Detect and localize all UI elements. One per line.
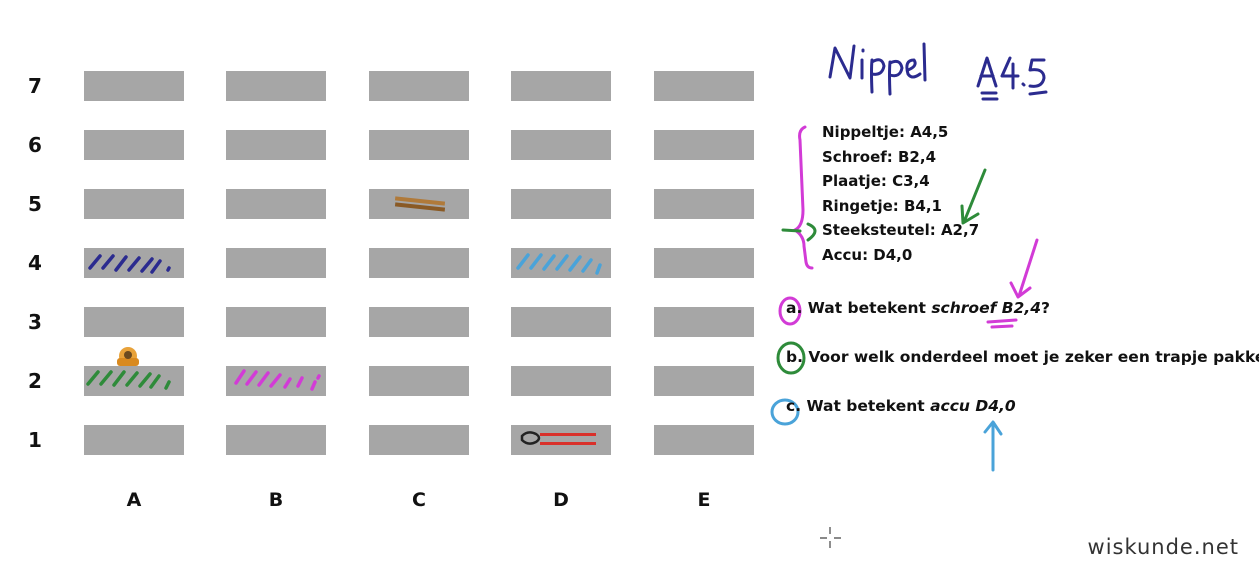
question-c-prefix: c. Wat betekent (786, 397, 931, 415)
shelf-c7 (369, 71, 469, 101)
shelf-b5 (226, 189, 326, 219)
shelf-d5 (511, 189, 611, 219)
shelf-a5 (84, 189, 184, 219)
question-a: a. Wat betekent schroef B2,4? (786, 299, 1050, 317)
circle-c (770, 398, 800, 426)
shelf-a1 (84, 425, 184, 455)
col-label-e: E (697, 489, 711, 511)
shelf-a6 (84, 130, 184, 160)
shelf-e5 (654, 189, 754, 219)
shelf-e7 (654, 71, 754, 101)
shelf-b1 (226, 425, 326, 455)
shelf-e2 (654, 366, 754, 396)
list-item: Ringetje: B4,1 (822, 196, 942, 215)
shelf-a7 (84, 71, 184, 101)
row-label-6: 6 (28, 133, 42, 157)
circle-b (776, 341, 806, 375)
magenta-arrow (1009, 238, 1039, 299)
row-label-7: 7 (28, 74, 42, 98)
question-a-emph: schroef B2,4 (931, 299, 1041, 317)
shelf-b4 (226, 248, 326, 278)
shelf-c1 (369, 425, 469, 455)
list-item: Accu: D4,0 (822, 245, 913, 264)
shelf-a3 (84, 307, 184, 337)
question-c: c. Wat betekent accu D4,0 (786, 397, 1016, 415)
col-label-c: C (412, 489, 426, 511)
question-b-text: b. Voor welk onderdeel moet je zeker een… (786, 348, 1259, 366)
scribble-a2 (86, 370, 171, 390)
question-c-emph: accu D4,0 (930, 397, 1016, 415)
shelf-c3 (369, 307, 469, 337)
shelf-a2 (84, 366, 184, 396)
row-label-4: 4 (28, 251, 42, 275)
list-item: Steeksteutel: A2,7 (822, 221, 980, 240)
green-arrow (960, 168, 987, 225)
handwritten-title (828, 42, 927, 96)
shelf-b7 (226, 71, 326, 101)
question-a-suffix: ? (1041, 299, 1050, 317)
list-brace (792, 125, 814, 270)
handwritten-code (976, 56, 1048, 101)
row-label-5: 5 (28, 192, 42, 216)
shelf-e6 (654, 130, 754, 160)
pliers-icon (520, 431, 596, 445)
scribble-b2 (234, 369, 321, 391)
shelf-d2 (511, 366, 611, 396)
row-label-1: 1 (28, 428, 42, 452)
shelf-d1 (511, 425, 611, 455)
shelf-c5 (369, 189, 469, 219)
shelf-c2 (369, 366, 469, 396)
shelf-d6 (511, 130, 611, 160)
magenta-underline (986, 318, 1018, 329)
question-b: b. Voor welk onderdeel moet je zeker een… (786, 348, 1259, 366)
shelf-c6 (369, 130, 469, 160)
list-item: Nippeltje: A4,5 (822, 123, 949, 141)
blue-arrow (983, 420, 1003, 472)
green-mark (781, 222, 817, 242)
worker-icon (117, 347, 139, 366)
shelf-d7 (511, 71, 611, 101)
brand-watermark: wiskunde.net (1087, 535, 1239, 559)
row-label-3: 3 (28, 310, 42, 334)
shelf-d3 (511, 307, 611, 337)
list-item: Plaatje: C3,4 (822, 172, 930, 191)
row-label-2: 2 (28, 369, 42, 393)
ruler-icon (394, 196, 446, 212)
shelf-b6 (226, 130, 326, 160)
question-a-prefix: a. Wat betekent (786, 299, 932, 317)
scribble-d4 (516, 253, 602, 275)
item-list: Nippeltje: A4,5 Schroef: B2,4 Plaatje: C… (822, 120, 979, 268)
shelf-c4 (369, 248, 469, 278)
shelf-e1 (654, 425, 754, 455)
scribble-a4 (88, 254, 171, 274)
shelf-e4 (654, 248, 754, 278)
col-label-d: D (553, 489, 569, 511)
crosshair-icon (820, 527, 841, 548)
shelf-e3 (654, 307, 754, 337)
circle-a (778, 296, 802, 326)
col-label-a: A (126, 489, 142, 511)
shelf-b3 (226, 307, 326, 337)
list-item: Schroef: B2,4 (822, 147, 937, 166)
col-label-b: B (268, 489, 284, 511)
